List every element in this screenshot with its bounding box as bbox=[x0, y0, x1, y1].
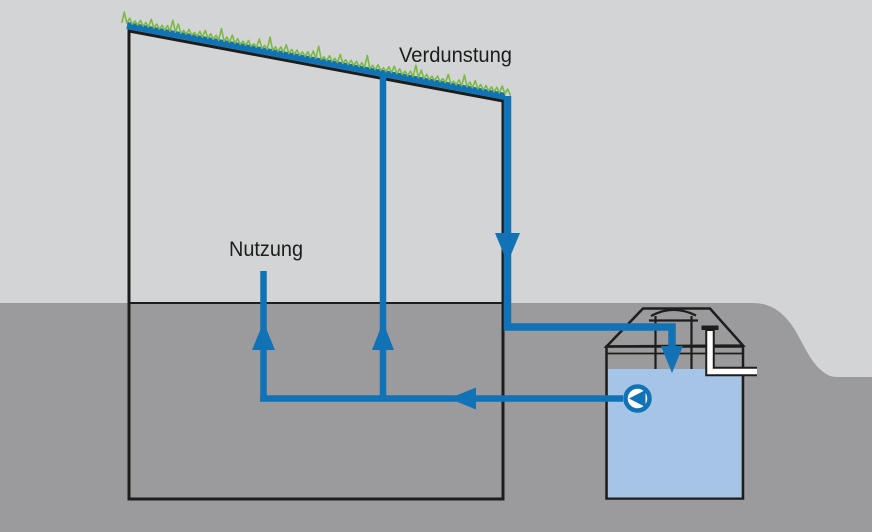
overflow-pipe-bore bbox=[707, 331, 757, 375]
up-arrow-usage-center-icon bbox=[372, 322, 394, 350]
pump-impeller bbox=[629, 390, 646, 407]
building-outline bbox=[127, 29, 505, 501]
roof-drain-downpipe bbox=[503, 96, 676, 352]
evaporation-label: Verdunstung bbox=[399, 43, 512, 67]
up-arrow-usage-left-icon bbox=[252, 322, 275, 350]
roof-membrane bbox=[126, 22, 506, 100]
dome-lid-arc bbox=[650, 308, 697, 317]
usage-label: Nutzung bbox=[229, 237, 303, 261]
left-arrow-supply-icon bbox=[449, 387, 476, 410]
down-arrow-cistern-inlet-icon bbox=[661, 346, 683, 373]
green-roof-grass bbox=[121, 11, 511, 96]
overflow-pipe-cap bbox=[701, 325, 719, 330]
cistern-dome bbox=[603, 307, 746, 348]
down-arrow-downpipe-icon bbox=[495, 233, 520, 263]
pump-icon bbox=[623, 384, 652, 413]
